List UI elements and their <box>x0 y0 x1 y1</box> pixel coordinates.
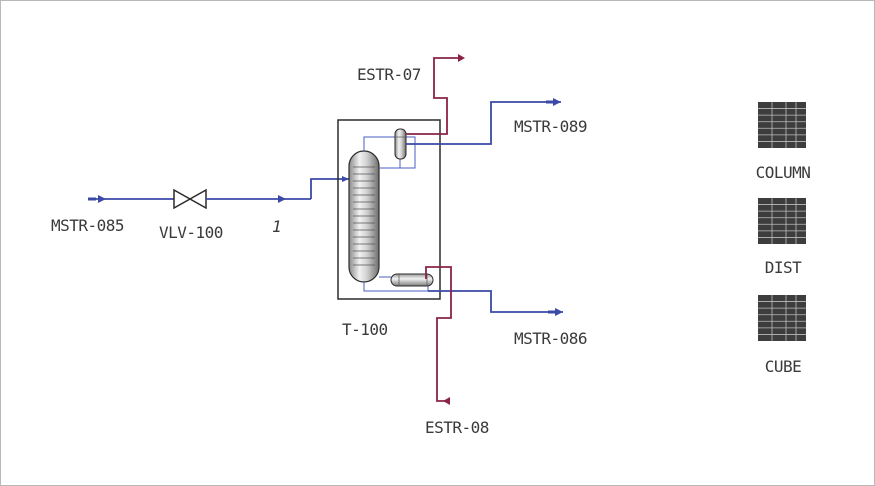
stream-label-mstr-089: MSTR-089 <box>514 117 587 136</box>
energy-stream-estr-07[interactable] <box>406 54 465 135</box>
spreadsheet-icon-cube[interactable] <box>758 295 806 341</box>
condenser-drum <box>394 128 407 160</box>
energy-label-estr-07: ESTR-07 <box>357 65 421 84</box>
stream-label-1: 1 <box>272 217 281 236</box>
column-t-100-box[interactable] <box>337 119 441 300</box>
spreadsheet-icon-dist[interactable] <box>758 198 806 244</box>
column-label: T-100 <box>342 320 388 339</box>
valve-vlv-100[interactable] <box>173 188 207 210</box>
stream-mstr-086[interactable] <box>428 290 563 316</box>
valve-label: VLV-100 <box>159 223 223 242</box>
energy-stream-estr-08[interactable] <box>425 266 452 405</box>
spreadsheet-label-cube: CUBE <box>765 357 802 376</box>
stream-label-mstr-085: MSTR-085 <box>51 216 124 235</box>
reboiler-drum <box>390 273 434 287</box>
spreadsheet-label-dist: DIST <box>765 258 802 277</box>
column-vessel <box>348 150 380 283</box>
spreadsheet-icon-column[interactable] <box>758 102 806 148</box>
stream-mstr-085[interactable] <box>88 195 176 203</box>
stream-label-mstr-086: MSTR-086 <box>514 329 587 348</box>
stream-1[interactable] <box>206 176 349 203</box>
spreadsheet-label-column: COLUMN <box>756 163 811 182</box>
stream-mstr-089[interactable] <box>406 98 561 145</box>
energy-label-estr-08: ESTR-08 <box>425 418 489 437</box>
